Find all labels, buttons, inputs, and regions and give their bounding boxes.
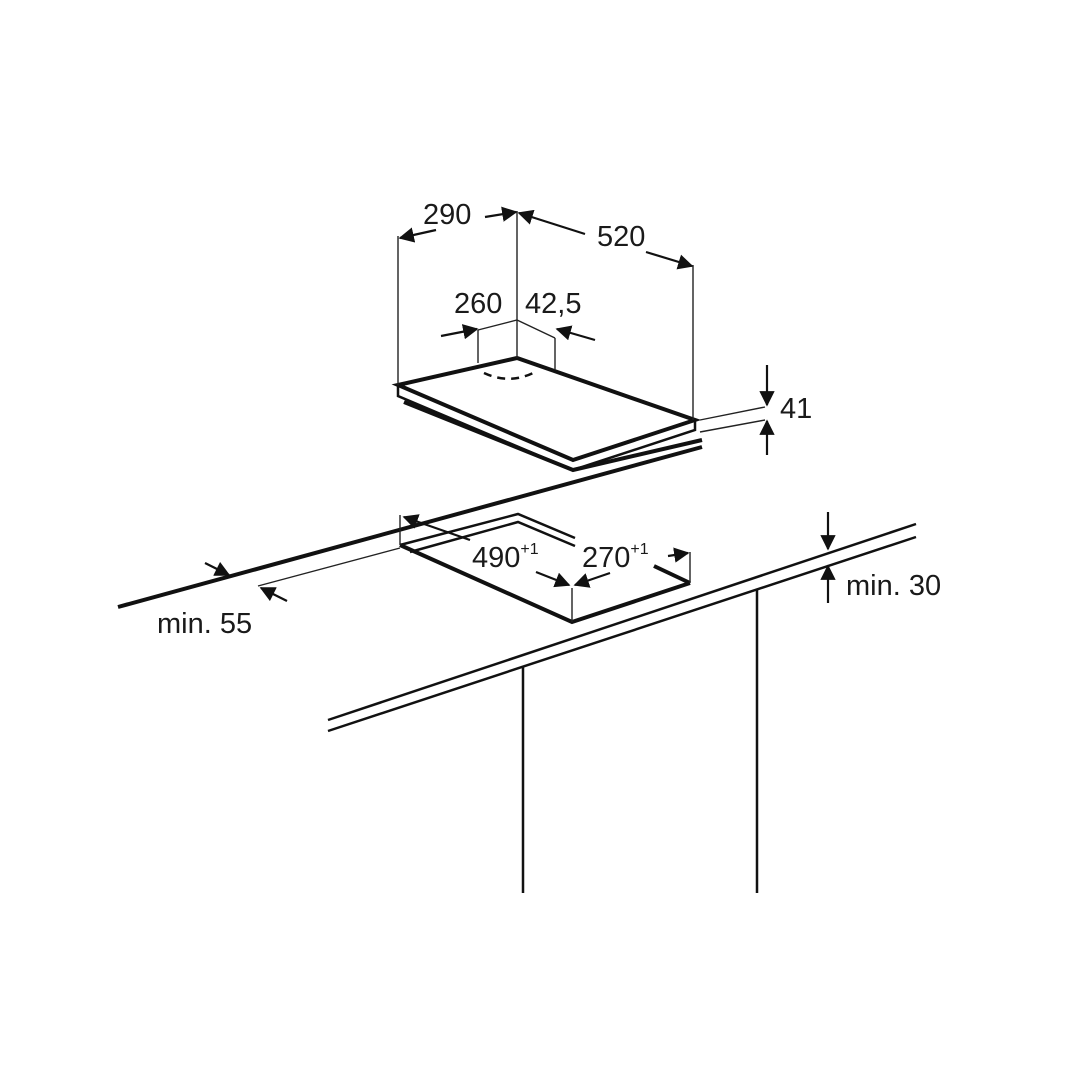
worktop-front-edge-bottom bbox=[327, 535, 917, 733]
worktop bbox=[117, 445, 917, 893]
hob bbox=[391, 355, 703, 473]
cutout bbox=[257, 512, 691, 625]
cutout-dimension-lines bbox=[204, 512, 836, 603]
label-min-back-distance: min. 55 bbox=[157, 608, 252, 640]
label-burner-offset-b: 42,5 bbox=[525, 288, 581, 320]
dimension-lines bbox=[398, 206, 775, 455]
worktop-back-edge bbox=[117, 445, 703, 609]
hob-underside bbox=[403, 400, 703, 473]
label-min-front-distance: min. 30 bbox=[846, 570, 941, 602]
label-hob-height: 41 bbox=[780, 393, 812, 425]
worktop-front-edge-top bbox=[327, 522, 917, 722]
label-hob-width: 290 bbox=[423, 199, 471, 231]
label-burner-offset-a: 260 bbox=[454, 288, 502, 320]
label-cutout-width: 270+1 bbox=[582, 541, 649, 574]
label-cutout-depth: 490+1 bbox=[472, 541, 539, 574]
burner-outline bbox=[483, 370, 536, 380]
extension-lines bbox=[397, 211, 766, 433]
label-hob-depth: 520 bbox=[597, 221, 645, 253]
